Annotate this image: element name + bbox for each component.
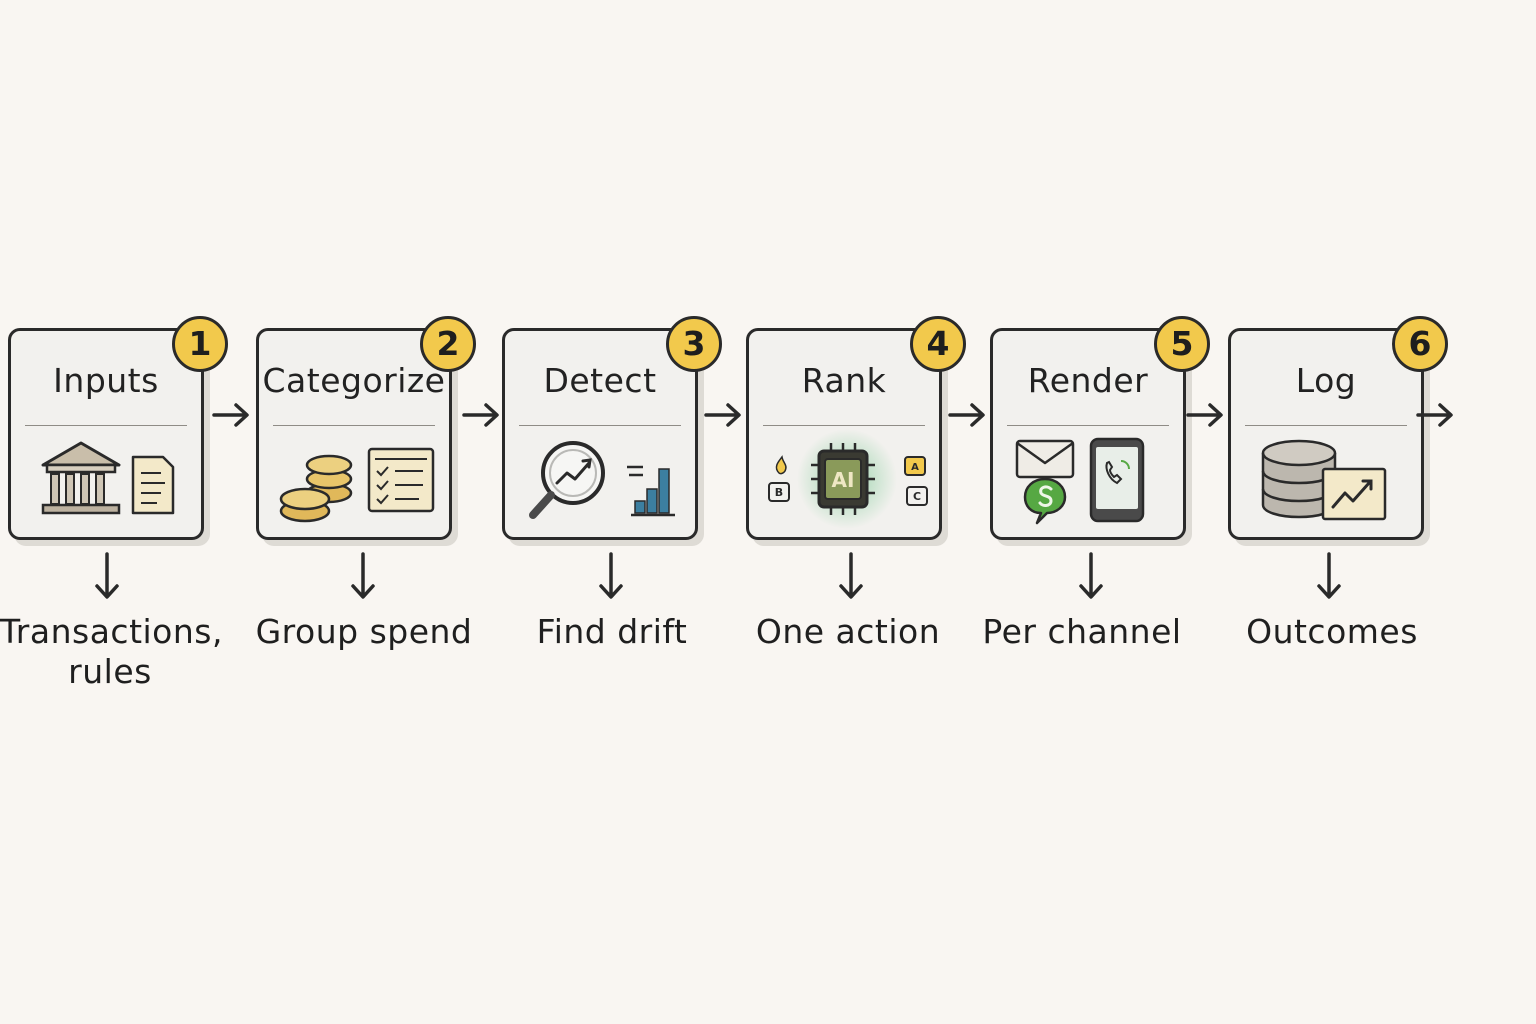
divider <box>763 425 925 426</box>
card-frame: Detect <box>502 328 698 540</box>
step-number-badge: 5 <box>1154 316 1210 372</box>
step-card-detect: Detect 3 <box>502 316 722 544</box>
divider <box>519 425 681 426</box>
option-b-label: B <box>775 486 783 499</box>
caption-render: Per channel <box>982 612 1182 651</box>
arrow-right-icon <box>704 403 741 427</box>
step-card-inputs: Inputs 1 <box>8 316 228 544</box>
arrow-right-icon <box>212 403 249 427</box>
card-frame: Rank <box>746 328 942 540</box>
arrow-down-icon <box>1079 552 1103 599</box>
step-number-badge: 3 <box>666 316 722 372</box>
smartphone-icon <box>1089 437 1145 523</box>
coins-icon <box>279 454 353 523</box>
option-c-label: C <box>913 490 921 503</box>
bank-icon <box>41 441 121 515</box>
option-b-icon: B <box>768 482 790 502</box>
step-card-log: Log 6 <box>1228 316 1448 544</box>
checklist-icon <box>367 447 435 513</box>
magnifier-trend-icon <box>529 441 643 519</box>
trend-chart-icon <box>1321 467 1387 521</box>
step-number-badge: 2 <box>420 316 476 372</box>
arrow-down-icon <box>599 552 623 599</box>
flame-icon <box>775 455 787 475</box>
card-title: Log <box>1295 361 1357 400</box>
step-number-badge: 4 <box>910 316 966 372</box>
card-title: Render <box>1027 361 1149 400</box>
card-title: Rank <box>801 361 887 400</box>
card-title: Detect <box>543 361 657 400</box>
arrow-right-icon <box>1416 403 1453 427</box>
step-card-categorize: Categorize 2 <box>256 316 476 544</box>
caption-detect: Find drift <box>536 612 688 651</box>
divider <box>1007 425 1169 426</box>
caption-inputs: Transactions, rules <box>0 612 223 691</box>
option-a-icon: A <box>904 456 926 476</box>
step-number-badge: 1 <box>172 316 228 372</box>
arrow-right-icon <box>948 403 985 427</box>
arrow-right-icon <box>462 403 499 427</box>
card-title: Categorize <box>262 361 446 400</box>
option-c-icon: C <box>906 486 928 506</box>
document-icon <box>131 455 175 515</box>
envelope-icon <box>1015 439 1075 479</box>
step-card-render: Render 5 <box>990 316 1210 544</box>
step-number-badge: 6 <box>1392 316 1448 372</box>
card-title: Inputs <box>53 361 159 400</box>
card-frame: Categorize <box>256 328 452 540</box>
arrow-down-icon <box>95 552 119 599</box>
divider <box>1245 425 1407 426</box>
caption-rank: One action <box>755 612 941 651</box>
ai-chip-label: AI <box>832 468 855 492</box>
arrow-down-icon <box>1317 552 1341 599</box>
chat-bubble-icon <box>1023 477 1067 525</box>
caption-categorize: Group spend <box>255 612 473 651</box>
caption-log: Outcomes <box>1246 612 1418 651</box>
card-frame: Log <box>1228 328 1424 540</box>
bar-chart-icon <box>631 468 675 517</box>
ai-chip-icon: AI <box>797 429 897 529</box>
card-frame: Render <box>990 328 1186 540</box>
card-frame: Inputs <box>8 328 204 540</box>
step-card-rank: Rank <box>746 316 966 544</box>
arrow-right-icon <box>1186 403 1223 427</box>
option-a-label: A <box>911 462 919 473</box>
divider <box>273 425 435 426</box>
arrow-down-icon <box>839 552 863 599</box>
arrow-down-icon <box>351 552 375 599</box>
divider <box>25 425 187 426</box>
database-icon <box>1261 439 1337 519</box>
